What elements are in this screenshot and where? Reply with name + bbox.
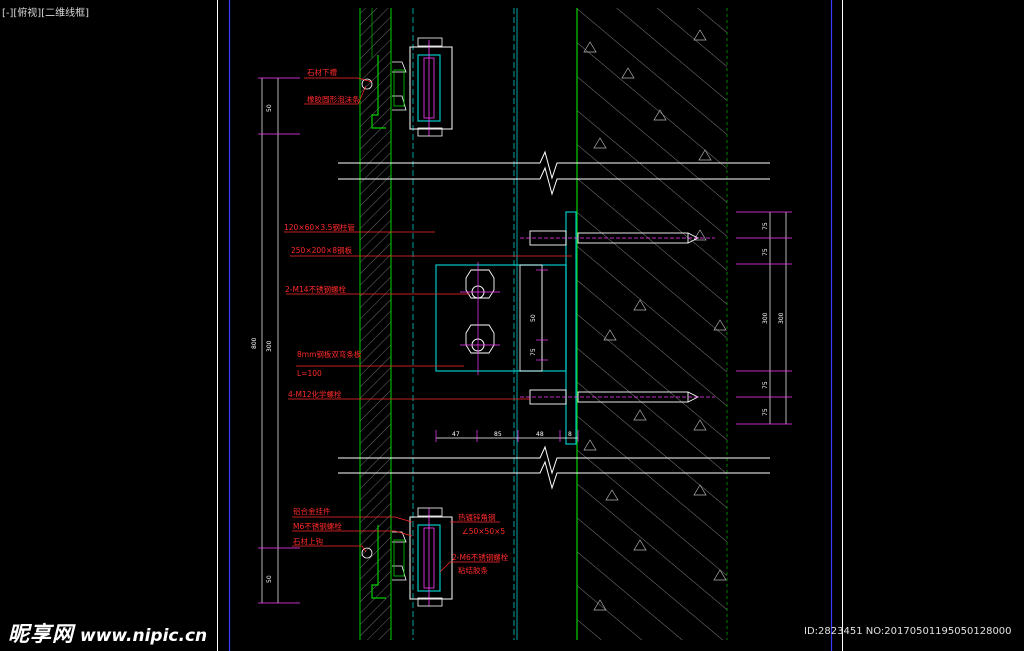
- label-m6-bolt-pair: 2-M6不锈钢螺栓: [452, 553, 509, 562]
- break-lines: [338, 150, 770, 490]
- label-stone-lower-slot: 石材下槽: [307, 68, 337, 77]
- dim-bottom-48: 48: [536, 431, 544, 438]
- viewport-frame: [217, 0, 843, 651]
- label-embed-plate: 250×200×8钢板: [291, 246, 352, 255]
- left-dimensions: [258, 77, 300, 604]
- label-glue-strip: 粘结胶条: [458, 566, 488, 575]
- dim-left-mid-300: 300: [266, 340, 273, 352]
- label-main-tube: 120×60×3.5钢柱管: [284, 223, 355, 232]
- viewport-controls-label[interactable]: [-][俯视][二维线框]: [2, 8, 90, 19]
- centerlines: [412, 8, 518, 640]
- label-bolt-pair: 2-M14不锈钢螺栓: [285, 285, 346, 294]
- bottom-stone-bracket: [361, 507, 453, 607]
- top-stone-bracket: [361, 37, 453, 137]
- label-steel-angle-size: ∠50×50×5: [462, 527, 506, 536]
- dim-bottom-8: 8: [568, 431, 572, 438]
- label-steel-angle-title: 热镀锌角钢: [458, 513, 496, 522]
- dim-left-total-800: 800: [251, 337, 258, 349]
- dim-right-top-75a: 75: [762, 222, 769, 230]
- anchor-bolts: [520, 230, 715, 405]
- label-alu-pendant: 铝合金挂件: [293, 507, 331, 516]
- bottom-dimensions: [435, 269, 579, 442]
- leader-lines: [284, 77, 572, 573]
- watermark-url: www.nipic.cn: [80, 626, 208, 646]
- dim-right-bot-75b: 75: [762, 408, 769, 416]
- dim-left-top-50: 50: [266, 104, 273, 112]
- dim-left-bottom-50: 50: [266, 575, 273, 583]
- dim-right-top-75b: 75: [762, 248, 769, 256]
- dim-bracket-50: 50: [530, 314, 537, 322]
- image-id-text: ID:2823451 NO:20170501195050128000: [804, 626, 1012, 637]
- label-steel-plate-length: L=100: [297, 369, 322, 378]
- embed-plate-assembly: [435, 211, 577, 445]
- label-expansion-bolts: 4-M12化学螺栓: [288, 390, 342, 399]
- label-stone-rubber-strip: 橡胶圆形泡沫条: [307, 95, 360, 104]
- watermark: 昵享网 www.nipic.cn: [8, 618, 207, 648]
- stone-cladding: [359, 8, 392, 640]
- watermark-brand: 昵享网: [8, 622, 74, 646]
- label-stone-upper-slot: 石材上钩: [293, 537, 323, 546]
- dim-bottom-47: 47: [452, 431, 460, 438]
- dim-bottom-85: 85: [494, 431, 502, 438]
- right-dimensions: [736, 211, 792, 425]
- concrete-wall: [576, 8, 728, 640]
- dim-right-300b: 300: [778, 312, 785, 324]
- dim-right-bot-75a: 75: [762, 381, 769, 389]
- dim-right-300a: 300: [762, 312, 769, 324]
- label-steel-plate: 8mm钢板双弯条板: [297, 350, 362, 359]
- label-m6-bolt: M6不锈钢螺栓: [293, 522, 342, 531]
- dim-bracket-75: 75: [530, 348, 537, 356]
